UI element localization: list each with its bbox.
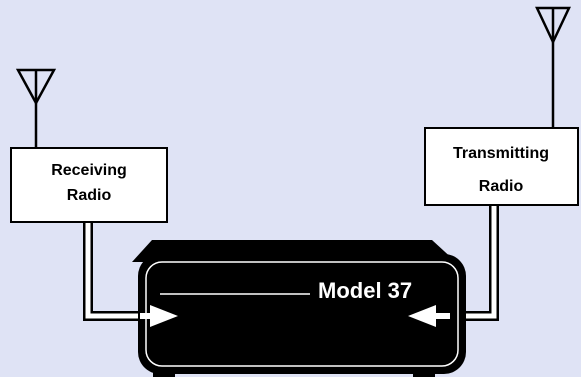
transmitting-radio-label-line2: Radio: [479, 178, 524, 195]
receiving-radio-box: Receiving Radio: [10, 147, 168, 223]
output-arrow-icon: [408, 305, 450, 327]
input-arrow-icon: [140, 305, 178, 327]
receiving-antenna-icon: [15, 68, 57, 150]
device-body: [138, 254, 466, 374]
receiving-radio-label-line1: Receiving: [51, 162, 127, 179]
transmitting-radio-label-line1: Transmitting: [453, 145, 549, 162]
transmitting-radio-box: Transmitting Radio: [424, 127, 579, 206]
receiving-cable: [83, 222, 140, 321]
model-label: Model 37: [318, 278, 412, 303]
transmitting-antenna-icon: [535, 6, 571, 130]
receiving-radio-label-line2: Radio: [67, 187, 112, 204]
